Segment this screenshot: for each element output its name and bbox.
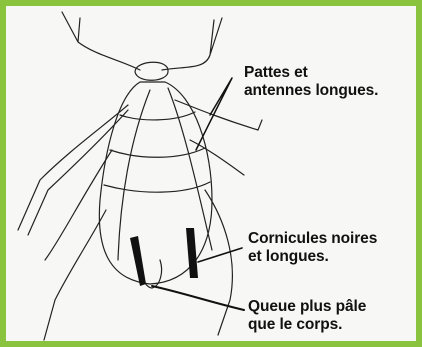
pointer-line-cornicles [198, 248, 242, 262]
right-antenna [162, 18, 222, 70]
left-cornicle [130, 236, 146, 286]
hind-leg-left [44, 210, 106, 340]
cornicles-label: Cornicules noires et longues. [248, 230, 377, 266]
legs-antennae-label: Pattes et antennes longues. [244, 64, 378, 100]
hind-leg-right [205, 190, 232, 335]
front-leg-left [18, 105, 128, 230]
pointer-line-legs [196, 78, 232, 150]
aphid-head [135, 62, 168, 80]
right-cornicle [186, 228, 198, 278]
illustration-panel [6, 6, 416, 341]
tail-label: Queue plus pâle que le corps. [248, 298, 366, 334]
aphid-illustration [6, 6, 416, 341]
left-antenna [62, 12, 140, 70]
